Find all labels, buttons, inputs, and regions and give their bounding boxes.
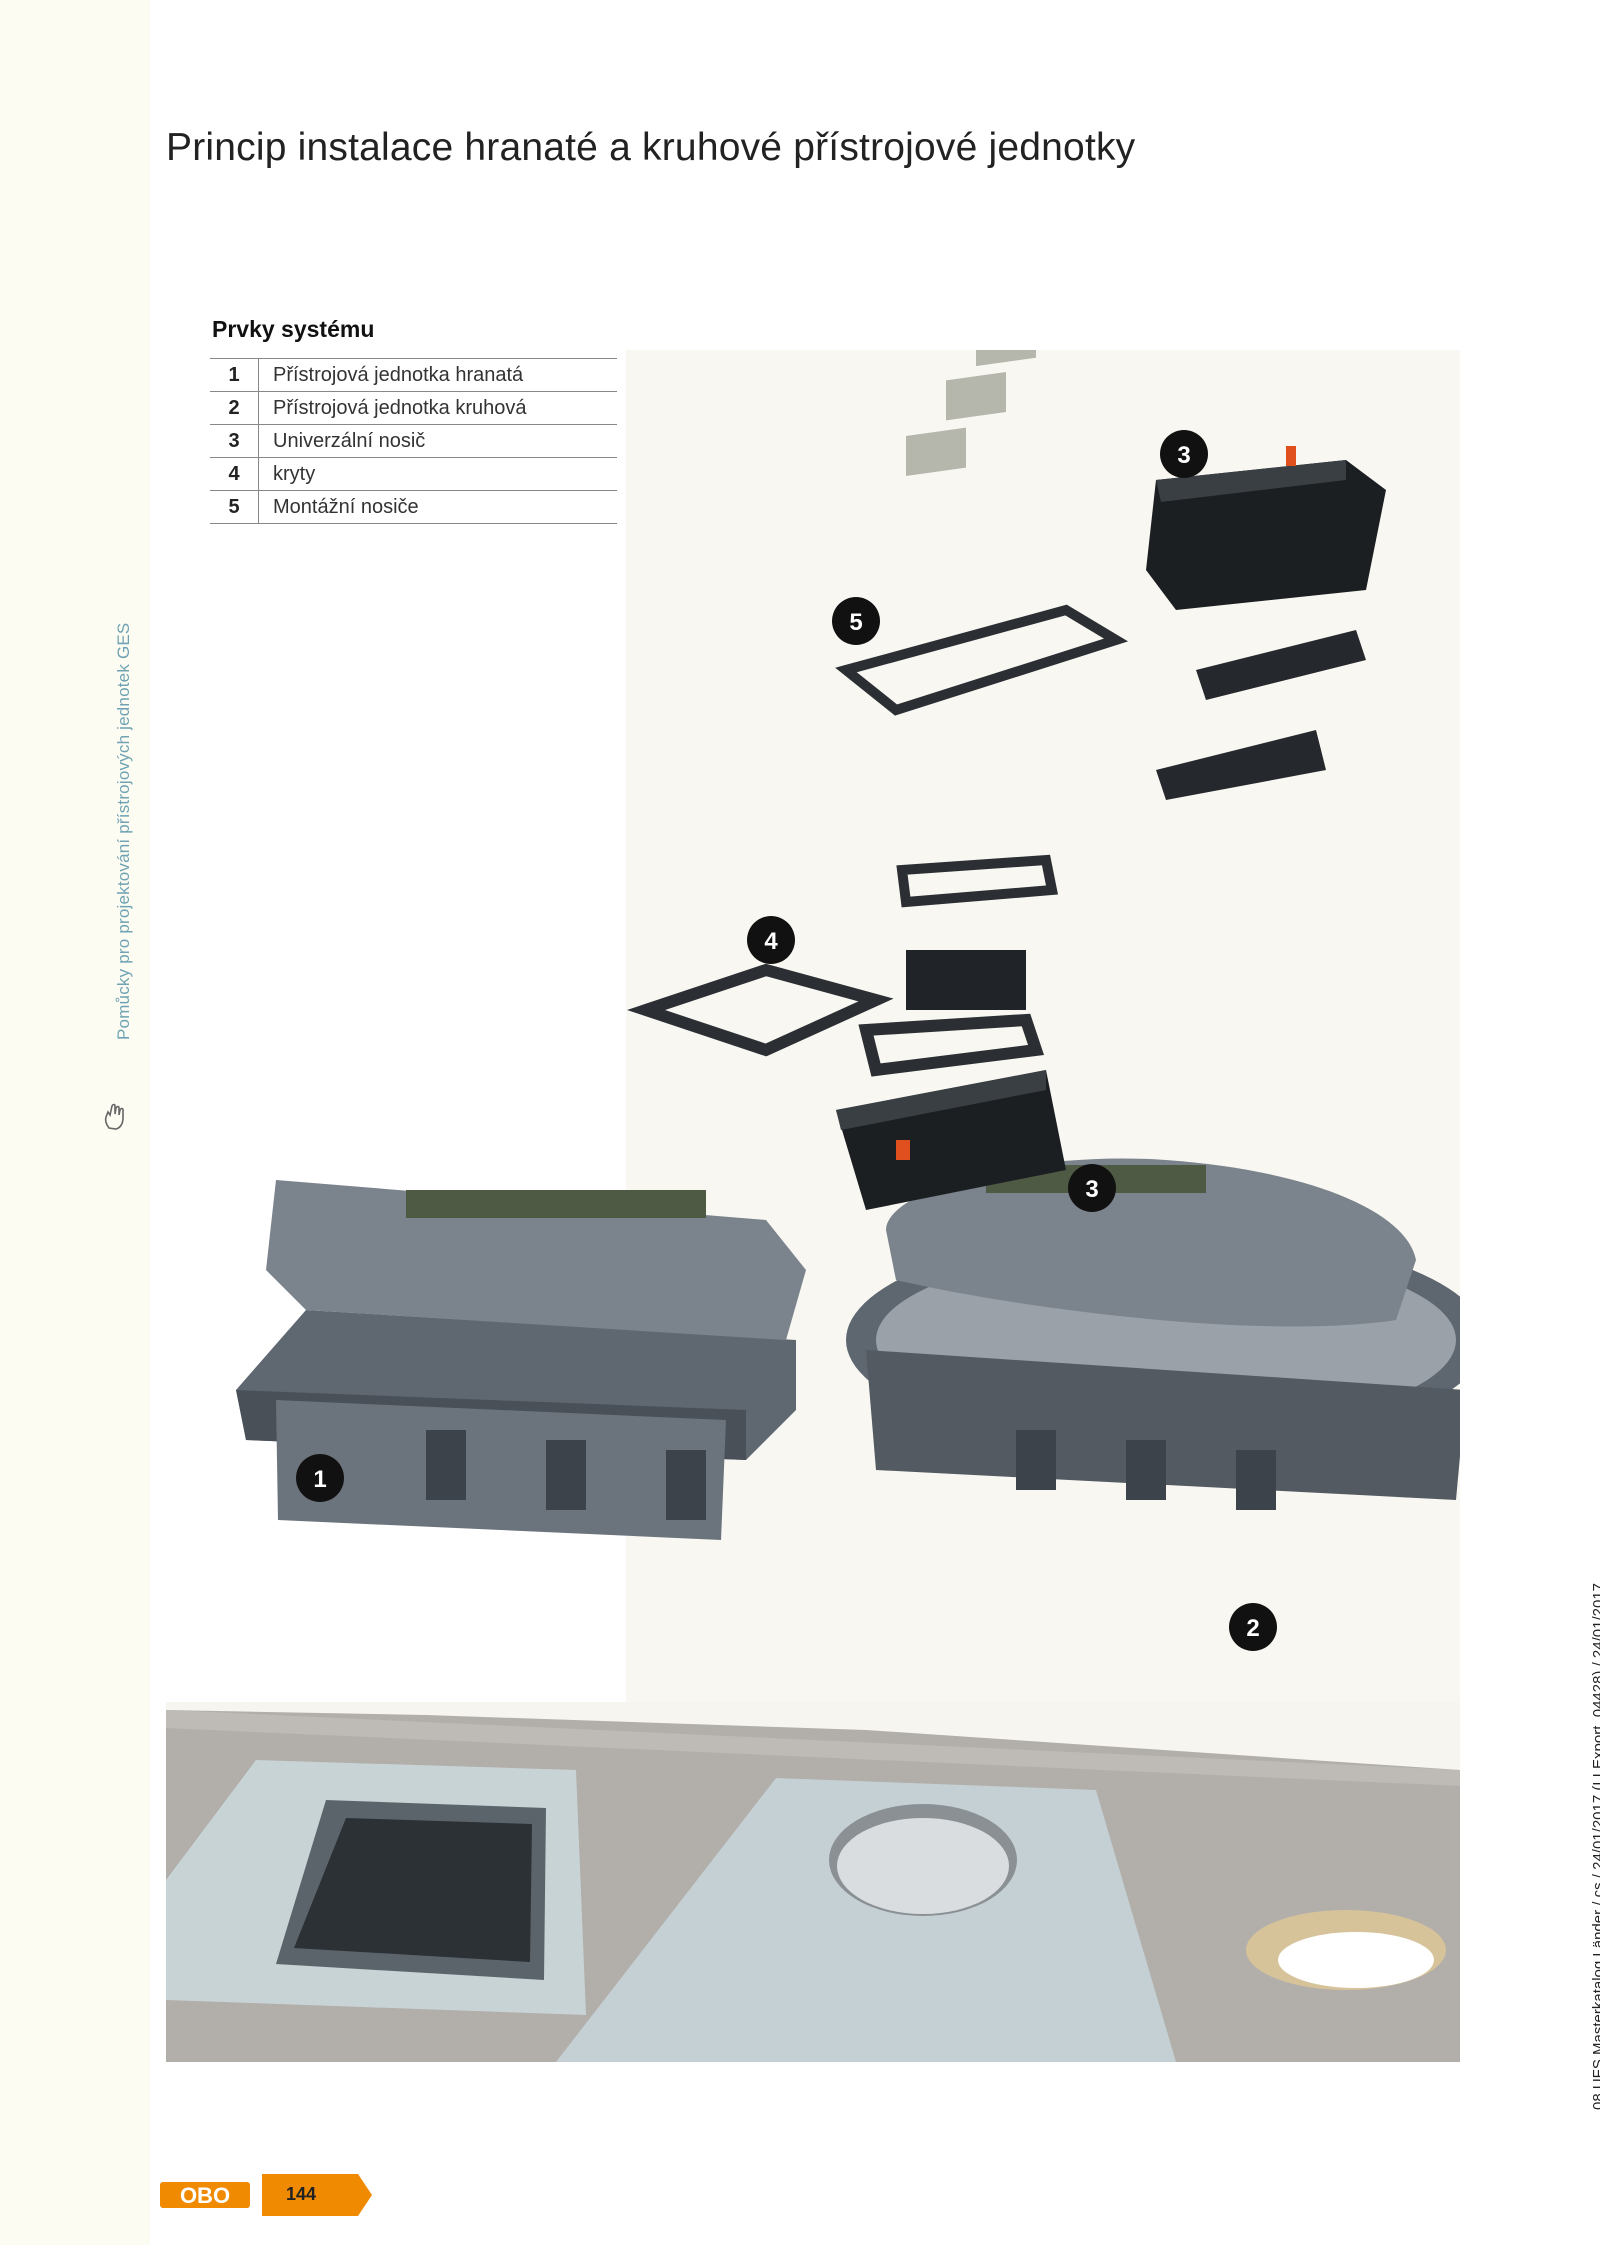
floor-slab xyxy=(166,1710,1460,2062)
row-number: 1 xyxy=(210,358,259,392)
hand-pointer-icon xyxy=(104,1103,124,1130)
print-note: 08 UFS Masterkatalog Länder / cs / 24/01… xyxy=(1590,1582,1600,2110)
table-row: 3 Univerzální nosič xyxy=(210,424,617,458)
section-side-label: Pomůcky pro projektování přístrojových j… xyxy=(114,622,133,1040)
row-label: Montážní nosiče xyxy=(258,490,617,524)
row-label: Univerzální nosič xyxy=(258,424,617,458)
cover-and-carrier-assembly xyxy=(627,854,1066,1210)
page-title: Princip instalace hranaté a kruhové přís… xyxy=(166,126,1136,169)
components-table: 1 Přístrojová jednotka hranatá 2 Přístro… xyxy=(210,358,617,524)
svg-text:2: 2 xyxy=(1246,1615,1259,1642)
svg-text:3: 3 xyxy=(1177,442,1190,469)
round-device-unit xyxy=(846,1158,1460,1510)
row-number: 3 xyxy=(210,424,259,458)
svg-text:OBO: OBO xyxy=(180,2183,230,2208)
page-number-tab xyxy=(262,2174,372,2216)
svg-text:5: 5 xyxy=(849,609,862,636)
svg-text:1: 1 xyxy=(313,1466,326,1493)
universal-carrier-assembly xyxy=(1146,446,1386,800)
table-row: 4 kryty xyxy=(210,457,617,491)
row-label: Přístrojová jednotka kruhová xyxy=(258,391,617,425)
mounting-carriers xyxy=(835,350,1129,716)
callout-5: 5 xyxy=(832,597,880,645)
row-number: 4 xyxy=(210,457,259,491)
obo-logo: OBO xyxy=(160,2182,250,2208)
square-device-unit xyxy=(236,1180,806,1540)
callout-1: 1 xyxy=(296,1454,344,1502)
row-label: kryty xyxy=(258,457,617,491)
row-number: 2 xyxy=(210,391,259,425)
svg-text:3: 3 xyxy=(1085,1176,1098,1203)
components-table-title: Prvky systému xyxy=(212,316,375,342)
installation-illustration: 1 2 3 3 4 5 xyxy=(166,350,1460,2062)
side-strip xyxy=(0,0,150,2245)
table-row: 1 Přístrojová jednotka hranatá xyxy=(210,358,617,392)
table-row: 2 Přístrojová jednotka kruhová xyxy=(210,391,617,425)
page-number: 144 xyxy=(286,2184,317,2204)
callout-3-top: 3 xyxy=(1160,430,1208,478)
table-row: 5 Montážní nosiče xyxy=(210,490,617,524)
row-number: 5 xyxy=(210,490,259,524)
callout-markers: 1 2 3 3 4 5 xyxy=(296,430,1277,1651)
row-label: Přístrojová jednotka hranatá xyxy=(258,358,617,392)
callout-4: 4 xyxy=(747,916,795,964)
svg-text:4: 4 xyxy=(764,928,778,955)
callout-3-middle: 3 xyxy=(1068,1164,1116,1212)
callout-2: 2 xyxy=(1229,1603,1277,1651)
